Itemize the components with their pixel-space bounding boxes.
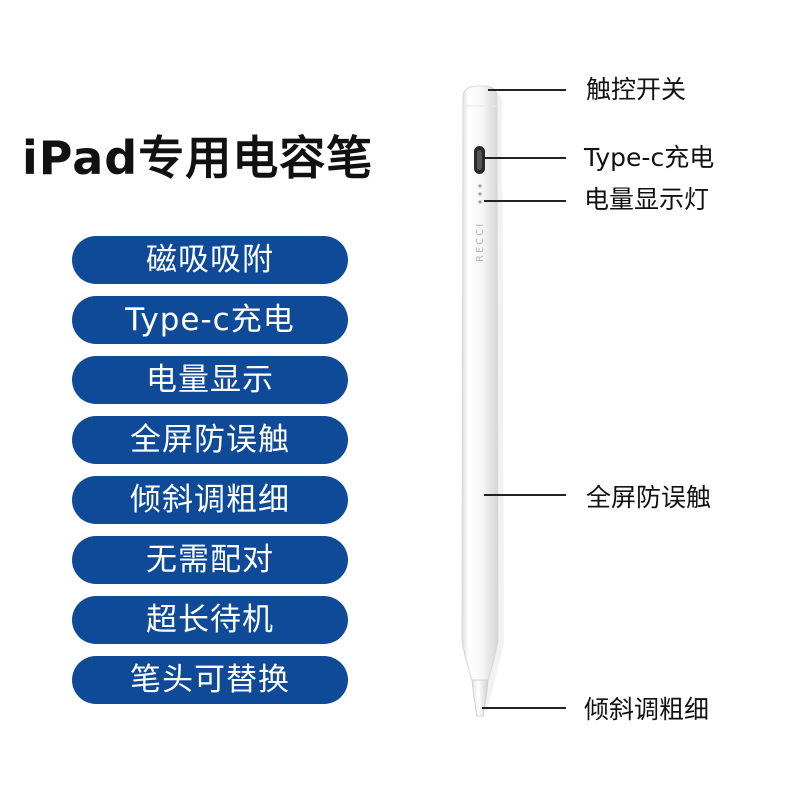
callout-line-typec — [484, 157, 566, 159]
product-title: iPad专用电容笔 — [22, 131, 374, 185]
battery-indicator-dot — [478, 192, 482, 196]
callout-touch-switch: 触控开关 — [586, 75, 687, 104]
callout-line-palm-rejection — [484, 494, 566, 496]
feature-badge-battery: 电量显示 — [72, 356, 348, 404]
callout-typec-charge: Type-c充电 — [584, 143, 715, 172]
callout-battery-light: 电量显示灯 — [584, 185, 710, 214]
callout-line-touch-switch — [488, 89, 566, 91]
battery-indicator-dot — [478, 200, 482, 204]
pen-tip — [471, 679, 489, 717]
callout-tilt: 倾斜调粗细 — [584, 695, 710, 724]
pen-brand-logo: RECCI — [475, 222, 486, 262]
feature-list: 磁吸吸附 Type-c充电 电量显示 全屏防误触 倾斜调粗细 无需配对 超长待机… — [72, 236, 348, 716]
feature-badge-magnetic: 磁吸吸附 — [72, 236, 348, 284]
callout-line-battery — [484, 200, 566, 202]
pen-body — [461, 85, 499, 681]
callout-line-tilt — [482, 707, 566, 709]
battery-indicator-dot — [478, 184, 482, 188]
feature-badge-long-standby: 超长待机 — [72, 596, 348, 644]
feature-badge-replaceable-tip: 笔头可替换 — [72, 656, 348, 704]
callout-palm-rejection: 全屏防误触 — [586, 483, 712, 512]
feature-badge-typec: Type-c充电 — [72, 296, 348, 344]
feature-badge-palm-rejection: 全屏防误触 — [72, 416, 348, 464]
feature-badge-no-pairing: 无需配对 — [72, 536, 348, 584]
feature-badge-tilt: 倾斜调粗细 — [72, 476, 348, 524]
